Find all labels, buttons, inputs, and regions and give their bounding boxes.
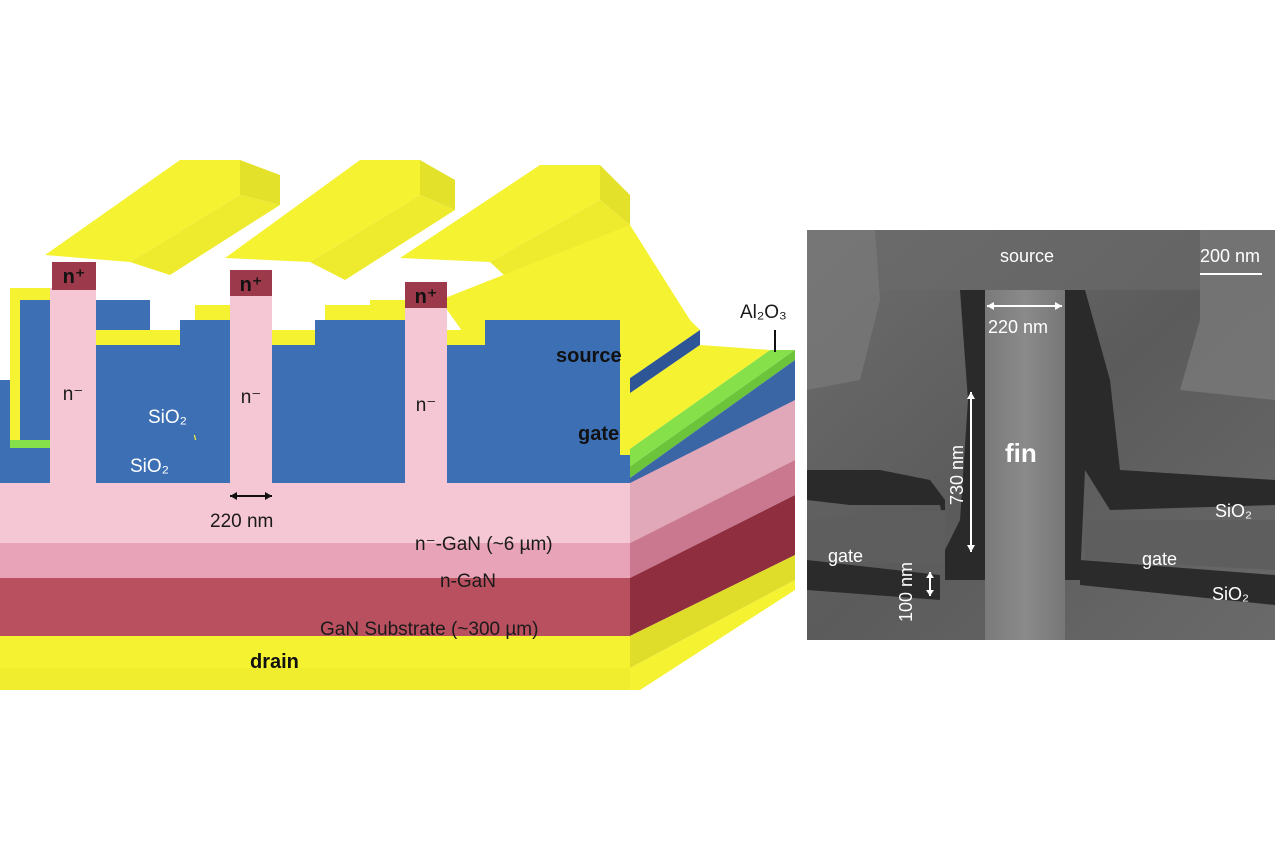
n-plus-caps [52,262,447,308]
sem-source-label: source [1000,246,1054,266]
substrate-label: GaN Substrate (~300 µm) [320,619,538,640]
n-minus-label-1: n⁻ [63,384,84,405]
front-profile [0,288,630,483]
fin-height-label: 730 nm [947,445,967,505]
device-schematic: n⁺ n⁺ n⁺ n⁻ n⁻ n⁻ SiO₂ SiO₂ source gate … [0,160,795,690]
gate-label: gate [578,423,619,445]
gate-left-label: gate [828,546,863,566]
fin-body [985,290,1065,640]
sio2-lower-label: SiO₂ [130,456,169,477]
sem-fin-width-label: 220 nm [988,317,1048,337]
n-plus-label-1: n⁺ [63,266,86,288]
n-plus-label-2: n⁺ [240,274,263,296]
scale-bar-label: 200 nm [1200,246,1260,266]
n-minus-label-3: n⁻ [416,395,437,416]
n-gan-label: n-GaN [440,571,496,592]
sem-image: source 200 nm 220 nm fin 730 nm SiO₂ gat… [807,230,1275,640]
sio2-upper-label: SiO₂ [148,407,187,428]
gate-right-label: gate [1142,549,1177,569]
drain-layer [0,636,630,668]
fin-width-label: 220 nm [210,511,273,532]
fin-label: fin [1005,438,1037,468]
al2o3-label: Al₂O₃ [740,302,787,323]
oxide-thickness-label: 100 nm [896,562,916,622]
drain-label: drain [250,651,299,673]
source-label: source [556,345,622,367]
n-minus-label-2: n⁻ [241,387,262,408]
n-plus-label-3: n⁺ [415,286,438,308]
al2o3-layer [600,350,795,470]
substrate-layer [0,578,630,636]
sio2-right-lower-label: SiO₂ [1212,584,1249,604]
n-minus-gan-label: n⁻-GaN (~6 µm) [415,534,553,555]
n-minus-fins [50,288,447,483]
n-minus-gan-layer [0,483,630,543]
sio2-right-upper-label: SiO₂ [1215,501,1252,521]
n-gan-layer [0,543,630,578]
